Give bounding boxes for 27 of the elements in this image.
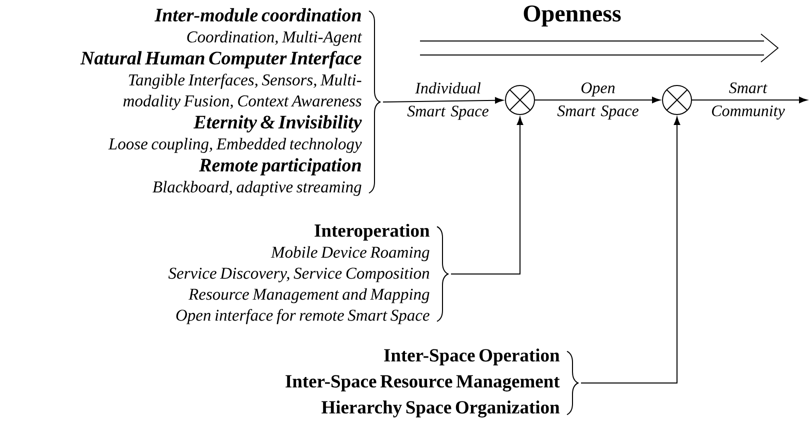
arrow [382, 97, 504, 104]
arrow [534, 96, 660, 104]
node-label: Loose coupling, Embedded technology [108, 138, 362, 153]
edge-label: Individual Smart Space [407, 82, 489, 120]
arrow [580, 116, 680, 384]
node-label: Remote participation [199, 158, 361, 176]
multiplier-circle [505, 85, 535, 115]
title: Openness [524, 6, 621, 26]
node-label: Interoperation [314, 224, 430, 241]
edge-label: Smart Community [712, 82, 785, 120]
feature-list: Interoperation Mobile Device Roaming Service Discovery, Service Composition Resource Management and Mapping Open interface for remote Smart Space [168, 224, 430, 324]
node-label: Service Discovery, Service Composition [168, 268, 430, 282]
node-label: Mobile Device Roaming [270, 246, 430, 262]
node-label: Blackboard, adaptive streaming [152, 180, 362, 196]
node-label: Inter-module coordination [154, 8, 361, 22]
multiplier-circle [662, 85, 692, 115]
node-label: Natural Human Computer Interface [80, 50, 362, 68]
node-label: Tangible Interfaces, Sensors, Multi-modality Fusion, Context Awareness [123, 74, 362, 110]
node-label: Eternity & Invisibility [193, 115, 362, 132]
node-label: Resource Management and Mapping [188, 288, 430, 304]
arrow [450, 116, 524, 274]
node-label: Coordination, Multi-Agent [187, 30, 362, 46]
edge-label: Open Smart Space [557, 82, 639, 120]
node-label: Open interface for remote Smart Space [176, 309, 430, 324]
arrow [692, 96, 808, 104]
feature-list: Inter-module coordination Coordination, Multi-Agent Natural Human Computer Interface Tangible Interfaces, Sensors, Multi-modality Fusion, Context Awareness Eternity & Invisibility Loose coupling, Embedded technology Remote participation Blackboard, adaptive streaming [80, 8, 362, 196]
feature-list: Inter-Space Operation Inter-Space Resource Management Hierarchy Space Organization [286, 348, 560, 418]
